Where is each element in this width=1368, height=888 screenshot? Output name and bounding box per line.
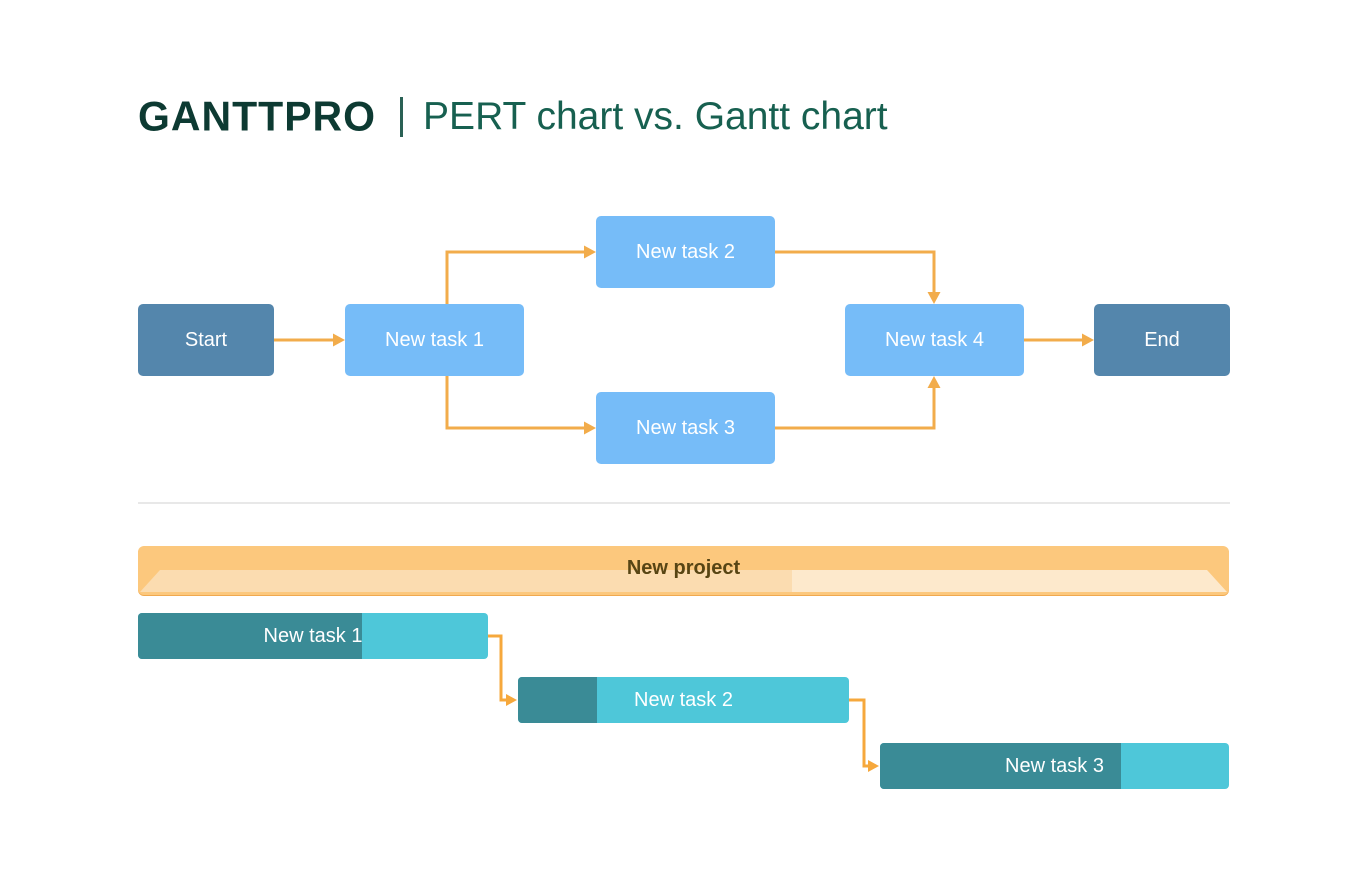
arrowhead-icon [506,694,517,706]
header-divider [400,96,404,137]
pert-node-label: New task 4 [885,328,984,351]
gantt-project-bar[interactable]: New project [138,546,1229,595]
gantt-bar-label: New task 1 [263,624,363,647]
arrowhead-icon [927,376,941,388]
edge-task3-task4 [775,387,936,430]
gantt-bar-label: New task 3 [1005,754,1104,777]
gantt-link-task2-task3 [849,698,869,768]
edge-task1-task2 [445,250,585,304]
page-header: GANTTPRO PERT chart vs. Gantt chart [138,92,888,140]
gantt-progress-fill [138,613,362,659]
arrowhead-icon [584,421,596,435]
edge-task1-task3 [445,376,585,430]
gantt-link-task1-task2 [488,634,507,702]
arrowhead-icon [1082,333,1094,347]
gantt-bar-task1[interactable]: New task 1 [138,613,488,659]
arrowhead-icon [927,292,941,304]
pert-node-label: End [1144,328,1180,351]
project-progress-fill [140,570,792,592]
pert-node-label: New task 1 [385,328,484,351]
gantt-bar-label: New task 2 [634,688,733,711]
pert-node-task2[interactable]: New task 2 [596,216,775,288]
arrowhead-icon [868,760,879,772]
ganttpro-logo: GANTTPRO [138,92,377,140]
pert-node-task4[interactable]: New task 4 [845,304,1024,376]
section-divider [138,502,1230,504]
edge-task2-task4 [775,250,936,293]
project-progress-track [140,570,1227,592]
pert-node-label: New task 3 [636,416,735,439]
project-progress-rest [792,570,1227,592]
project-label: New project [626,557,741,579]
gantt-bar-task2[interactable]: New task 2 [518,677,849,723]
page-title: PERT chart vs. Gantt chart [423,95,888,138]
arrowhead-icon [333,333,345,347]
gantt-bar-task3[interactable]: New task 3 [880,743,1229,789]
arrowhead-icon [584,245,596,259]
pert-node-label: Start [184,328,228,351]
gantt-progress-fill [518,677,598,723]
pert-node-task1[interactable]: New task 1 [345,304,524,376]
pert-node-start[interactable]: Start [138,304,274,376]
pert-node-task3[interactable]: New task 3 [596,392,775,464]
pert-node-end[interactable]: End [1094,304,1230,376]
pert-node-label: New task 2 [636,240,735,263]
gantt-progress-fill [880,743,1121,789]
